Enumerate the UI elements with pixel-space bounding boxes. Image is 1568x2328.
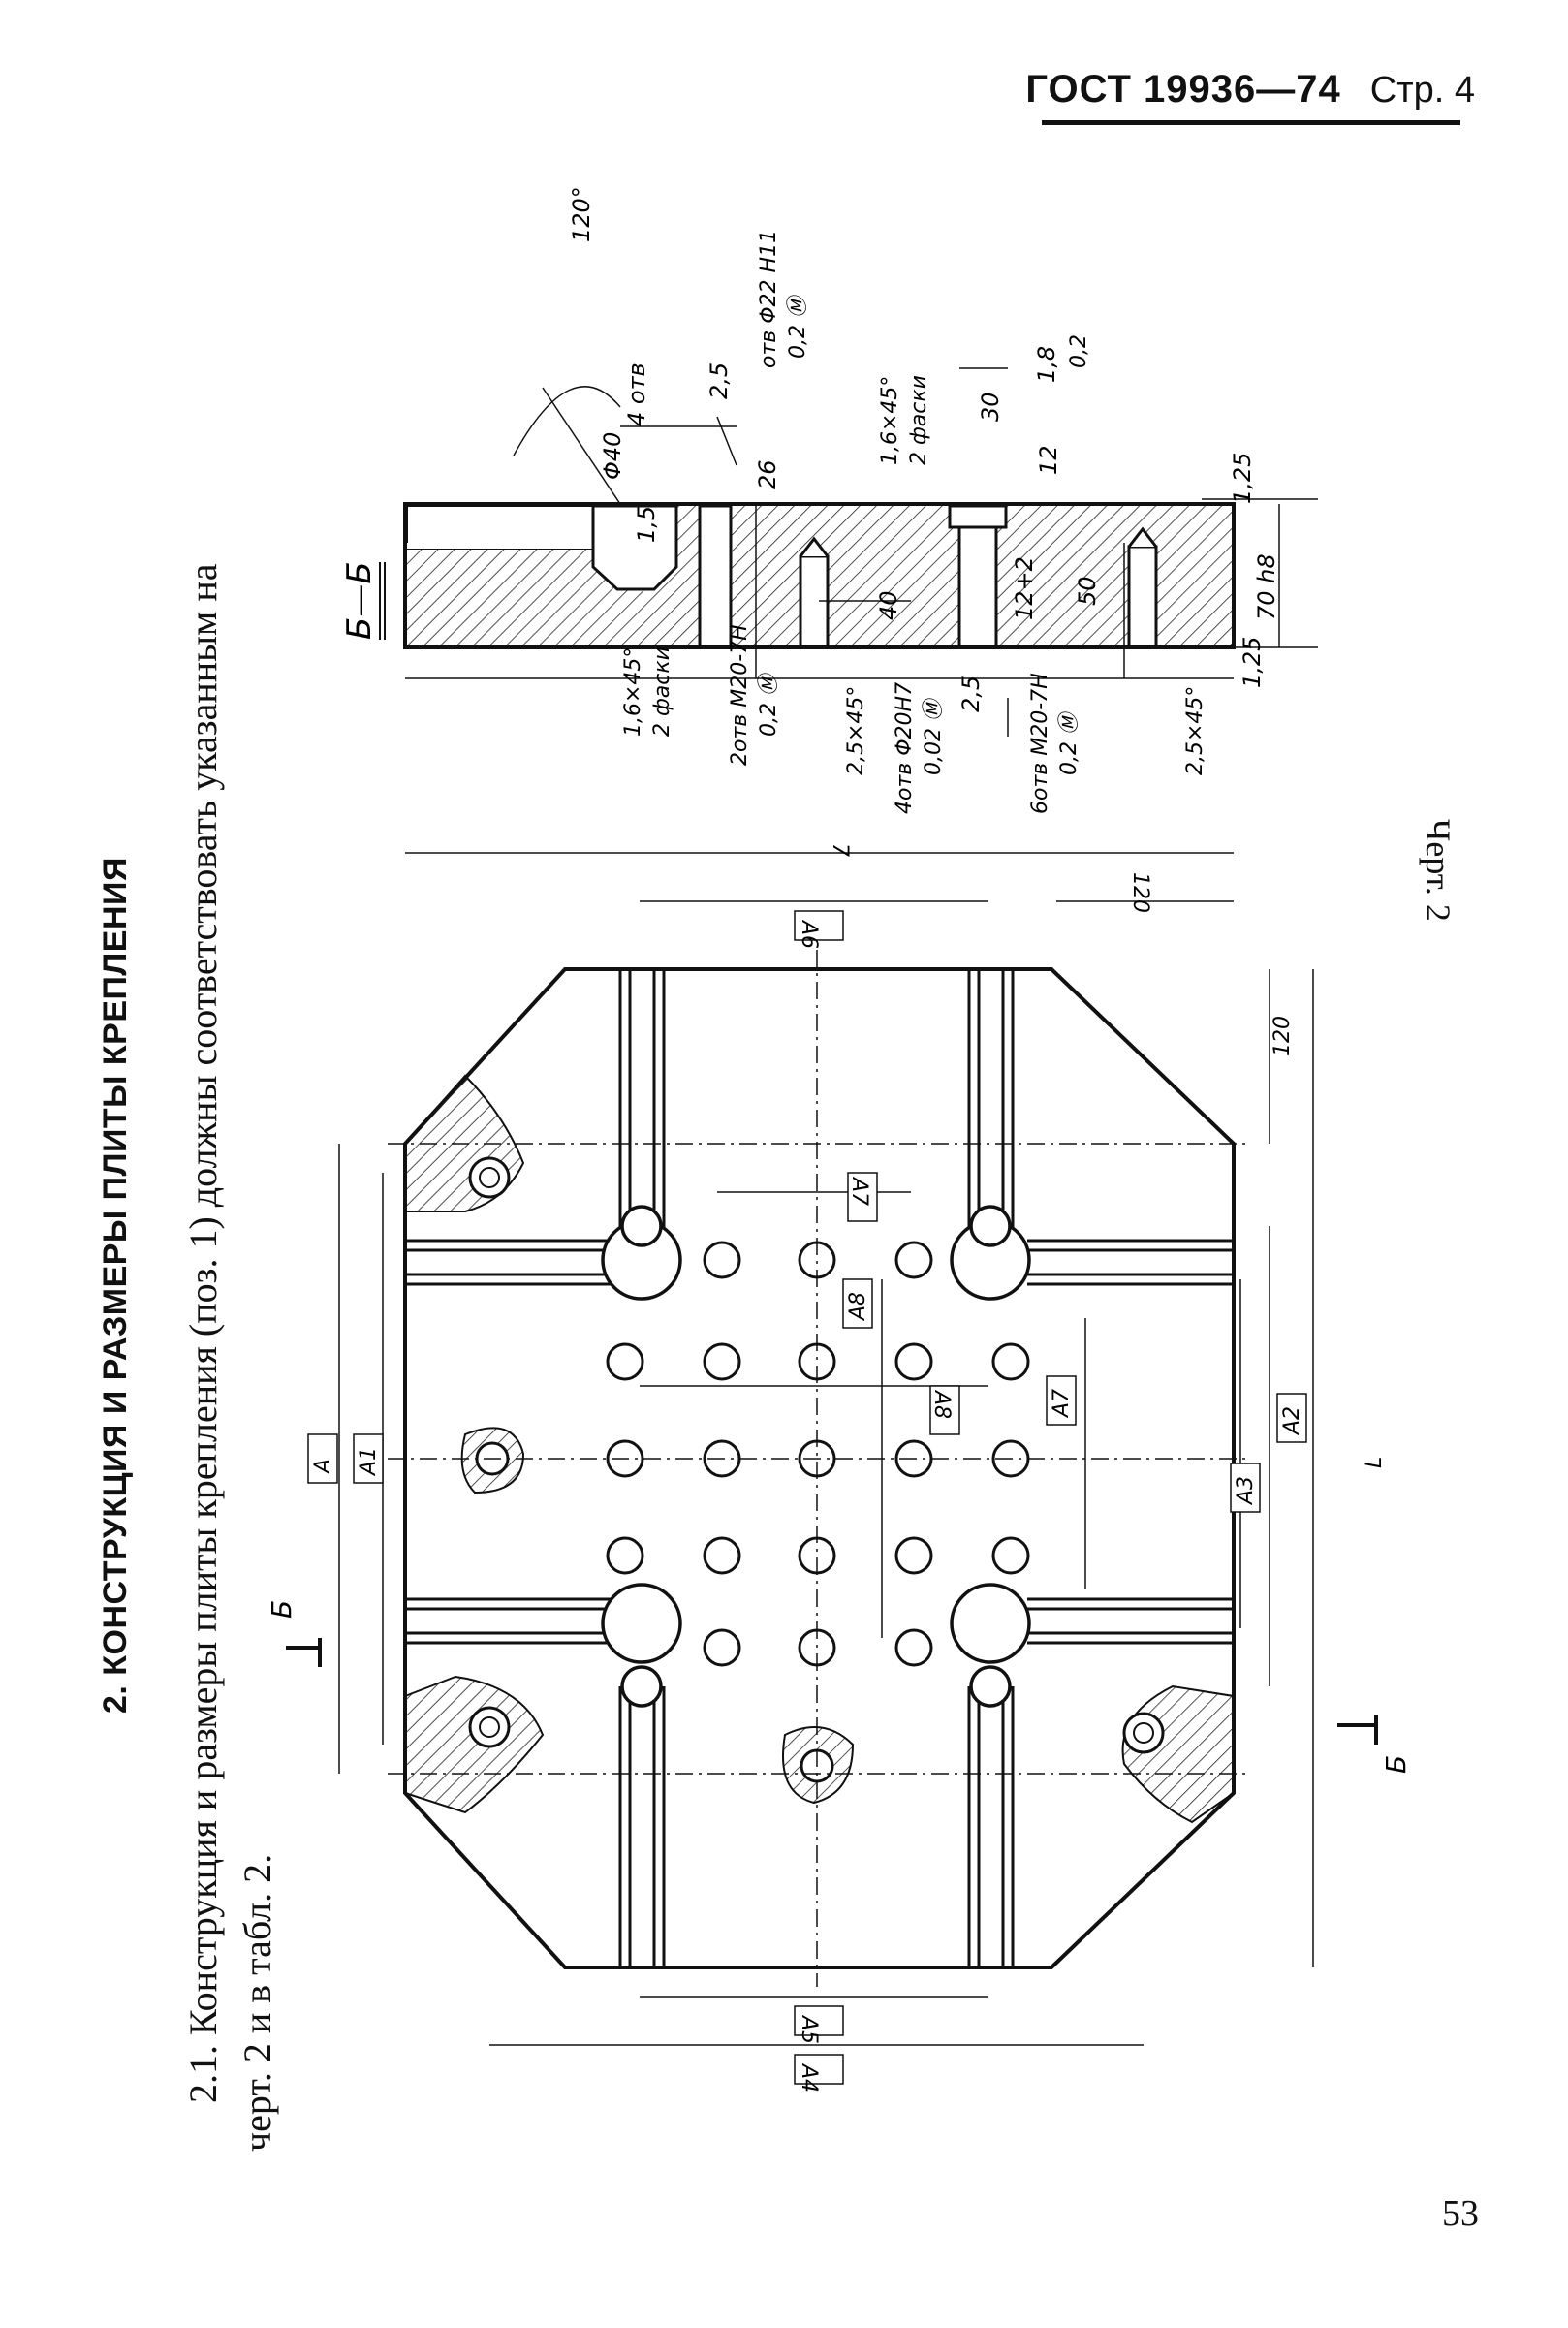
callout-8-text: отв Φ22 Н11 bbox=[757, 230, 781, 368]
figure-caption: Черт. 2 bbox=[1419, 819, 1458, 922]
dim-12-2-label: 12+2 bbox=[1011, 556, 1038, 620]
ref-A3: A3 bbox=[1234, 1476, 1258, 1506]
callout-3-text: 2,5×45° bbox=[844, 686, 868, 775]
callout-6-text: 2,5×45° bbox=[1183, 686, 1207, 775]
callout-2-tol: 0,2 Ⓜ bbox=[757, 672, 781, 737]
dim-30-label: 30 bbox=[977, 392, 1004, 422]
offset-label: 120 bbox=[1128, 872, 1152, 913]
ref-A8-b: A8 bbox=[929, 1389, 954, 1419]
reference-labels: A A1 A2 A3 A4 A5 A6 A7 A7 A8 A8 L 120 12… bbox=[307, 843, 1387, 2092]
callout-1-text: 1,6×45° bbox=[621, 647, 645, 737]
dim-2-5-bottom-label: 2,5 bbox=[957, 676, 985, 712]
callout-5-text: 6отв М20-7Н bbox=[1028, 673, 1052, 814]
standard-number: ГОСТ 19936—74 bbox=[1025, 68, 1341, 110]
callout-4-tol: 0,02 Ⓜ bbox=[922, 697, 946, 775]
callout-2-text: 2отв М20-7Н bbox=[728, 624, 752, 766]
dim-50-label: 50 bbox=[1074, 576, 1101, 606]
cut-marker-left: Б bbox=[266, 1600, 298, 1619]
ref-A5: A5 bbox=[797, 2014, 821, 2044]
callout-7-sub: 2 фаски bbox=[907, 375, 931, 465]
dim-1-5-label: 1,5 bbox=[633, 506, 660, 543]
callout-8-tol: 0,2 Ⓜ bbox=[786, 294, 810, 359]
ref-A2: A2 bbox=[1280, 1406, 1304, 1436]
ref-A: A bbox=[311, 1459, 335, 1475]
page-number: 53 bbox=[1442, 2193, 1479, 2234]
section-dimensions bbox=[405, 367, 1318, 737]
hole-note-label: 4 отв bbox=[623, 362, 650, 426]
phi40-label: Φ40 bbox=[599, 432, 626, 480]
ref-A6: A6 bbox=[797, 919, 821, 949]
roughness-bottom-label: 1,25 bbox=[1239, 637, 1266, 688]
width-label: 7 bbox=[828, 843, 852, 857]
plan-view: Б Б bbox=[266, 950, 1412, 1987]
ref-A7: A7 bbox=[847, 1176, 871, 1206]
callout-9-text: 0,2 bbox=[1067, 334, 1091, 368]
callout-5-tol: 0,2 Ⓜ bbox=[1057, 710, 1082, 775]
section-label: Б—Б bbox=[340, 561, 379, 640]
thickness-label: 70 h8 bbox=[1253, 553, 1280, 620]
ref-A8: A8 bbox=[846, 1292, 870, 1322]
section-dim-labels: 120° Φ40 1,5 2,5 26 40 30 12+2 50 1,8 12… bbox=[568, 186, 1280, 712]
header-rule bbox=[1042, 120, 1460, 125]
page-label: Стр. 4 bbox=[1369, 70, 1475, 110]
corner-chamfer-label: 120 bbox=[1270, 1016, 1295, 1056]
callout-7-text: 1,6×45° bbox=[878, 376, 902, 465]
dim-26-label: 26 bbox=[754, 459, 781, 489]
ref-A1: A1 bbox=[357, 1447, 381, 1477]
dim-40-label: 40 bbox=[875, 590, 902, 620]
roughness-top-label: 1,25 bbox=[1229, 453, 1256, 504]
angle-label: 120° bbox=[568, 186, 595, 242]
ref-L: L bbox=[1363, 1457, 1387, 1468]
page-header: ГОСТ 19936—74 Стр. 4 bbox=[1025, 68, 1475, 111]
callout-1-sub: 2 фаски bbox=[650, 646, 674, 737]
dim-12-label: 12 bbox=[1035, 445, 1062, 475]
section-callouts: 1,6×45° 2 фаски 2отв М20-7Н 0,2 Ⓜ 2,5×45… bbox=[621, 230, 1207, 814]
ref-A4: A4 bbox=[797, 2062, 821, 2092]
ref-A7-b: A7 bbox=[1050, 1389, 1074, 1419]
step-2-5-label: 2,5 bbox=[706, 362, 733, 399]
callout-4-text: 4отв Φ20Н7 bbox=[893, 682, 917, 814]
cut-marker-right: Б bbox=[1380, 1755, 1412, 1774]
dim-1-8-label: 1,8 bbox=[1033, 346, 1060, 383]
section-view: Б—Б bbox=[340, 502, 1236, 649]
